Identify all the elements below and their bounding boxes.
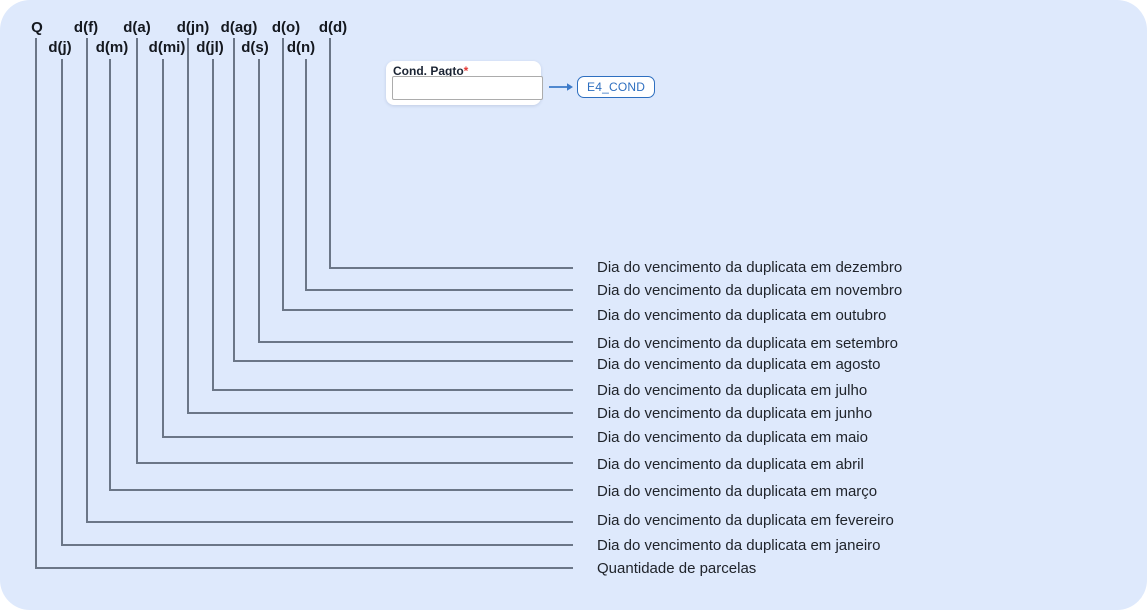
description-dd: Dia do vencimento da duplicata em dezemb… xyxy=(597,259,903,276)
connector-djn xyxy=(187,38,573,414)
connector-dd xyxy=(329,38,573,269)
mask-token-da: d(a) xyxy=(123,19,151,36)
description-ds: Dia do vencimento da duplicata em setemb… xyxy=(597,335,898,352)
cond-pagto-field-card: Cond. Pagto* xyxy=(386,61,543,105)
mask-token-dj: d(j) xyxy=(48,39,72,56)
mask-token-q: Q xyxy=(31,19,43,36)
connector-q xyxy=(35,38,573,569)
required-asterisk: * xyxy=(463,64,469,78)
description-dj: Dia do vencimento da duplicata em janeir… xyxy=(597,537,881,554)
description-djl: Dia do vencimento da duplicata em julho xyxy=(597,382,868,399)
description-dmi: Dia do vencimento da duplicata em maio xyxy=(597,429,868,446)
cond-pagto-input[interactable] xyxy=(392,76,543,100)
mask-token-dag: d(ag) xyxy=(220,19,258,36)
mask-token-dm: d(m) xyxy=(95,39,129,56)
mask-token-df: d(f) xyxy=(73,19,99,36)
connector-dmi xyxy=(162,59,573,438)
mask-token-ds: d(s) xyxy=(241,39,269,56)
connector-dn xyxy=(305,59,573,291)
description-da: Dia do vencimento da duplicata em abril xyxy=(597,456,864,473)
mask-token-djn: d(jn) xyxy=(176,19,210,36)
mask-token-dd: d(d) xyxy=(318,19,348,36)
mask-token-djl: d(jl) xyxy=(196,39,224,56)
description-q: Quantidade de parcelas xyxy=(597,560,757,577)
mask-token-dn: d(n) xyxy=(286,39,316,56)
connector-ds xyxy=(258,59,573,343)
mask-token-do: d(o) xyxy=(271,19,301,36)
connector-do xyxy=(282,38,573,311)
description-djn: Dia do vencimento da duplicata em junho xyxy=(597,405,873,422)
connector-df xyxy=(86,38,573,523)
cond-pagto-field-label: Cond. Pagto* xyxy=(393,64,469,78)
right-arrow-icon xyxy=(549,83,573,91)
connector-djl xyxy=(212,59,573,391)
connector-dm xyxy=(109,59,573,491)
description-do: Dia do vencimento da duplicata em outubr… xyxy=(597,307,887,324)
connector-da xyxy=(136,38,573,464)
mask-token-dmi: d(mi) xyxy=(148,39,186,56)
connector-dag xyxy=(233,38,573,362)
database-field-badge: E4_COND xyxy=(577,76,656,98)
description-dag: Dia do vencimento da duplicata em agosto xyxy=(597,356,881,373)
connector-dj xyxy=(61,59,573,546)
description-df: Dia do vencimento da duplicata em fevere… xyxy=(597,512,894,529)
description-dm: Dia do vencimento da duplicata em março xyxy=(597,483,878,500)
description-dn: Dia do vencimento da duplicata em novemb… xyxy=(597,282,903,299)
